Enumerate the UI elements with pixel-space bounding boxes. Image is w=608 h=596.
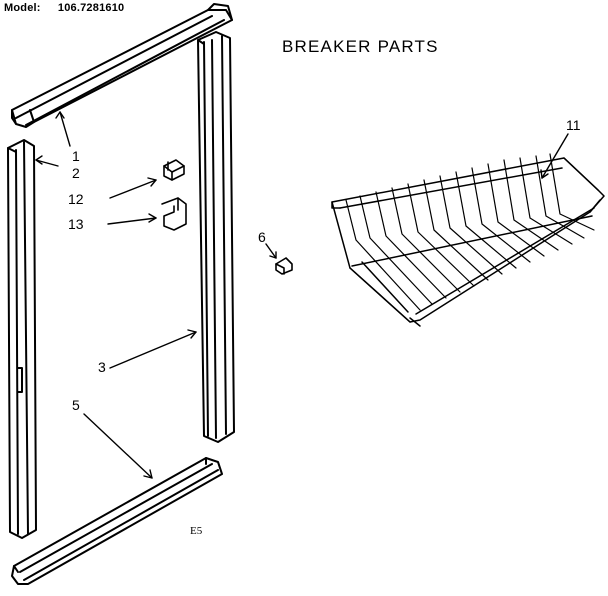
callout-11: 11 — [566, 117, 581, 133]
part-6-stop — [275, 257, 293, 275]
part-12-clip — [163, 159, 185, 181]
diagram-title: BREAKER PARTS — [282, 37, 439, 56]
leader-lines — [35, 111, 569, 479]
footer-code: E5 — [190, 525, 203, 537]
model-label: Model: — [4, 2, 41, 14]
callout-1: 1 — [72, 148, 80, 164]
callout-12: 12 — [68, 191, 84, 207]
callout-3: 3 — [98, 359, 106, 375]
part-2-left-breaker-strip — [7, 139, 37, 539]
part-13-bracket — [161, 197, 187, 231]
callout-2: 2 — [72, 165, 80, 181]
part-3-right-breaker-strip — [197, 31, 235, 443]
callout-6: 6 — [258, 229, 266, 245]
part-5-bottom-breaker-strip — [11, 457, 223, 585]
part-1-top-breaker-strip — [11, 3, 233, 128]
callout-5: 5 — [72, 397, 80, 413]
part-11-wire-rack — [331, 153, 605, 327]
callout-13: 13 — [68, 216, 84, 232]
model-number: 106.7281610 — [57, 2, 125, 14]
model-header: Model: 106.7281610 — [4, 2, 124, 14]
